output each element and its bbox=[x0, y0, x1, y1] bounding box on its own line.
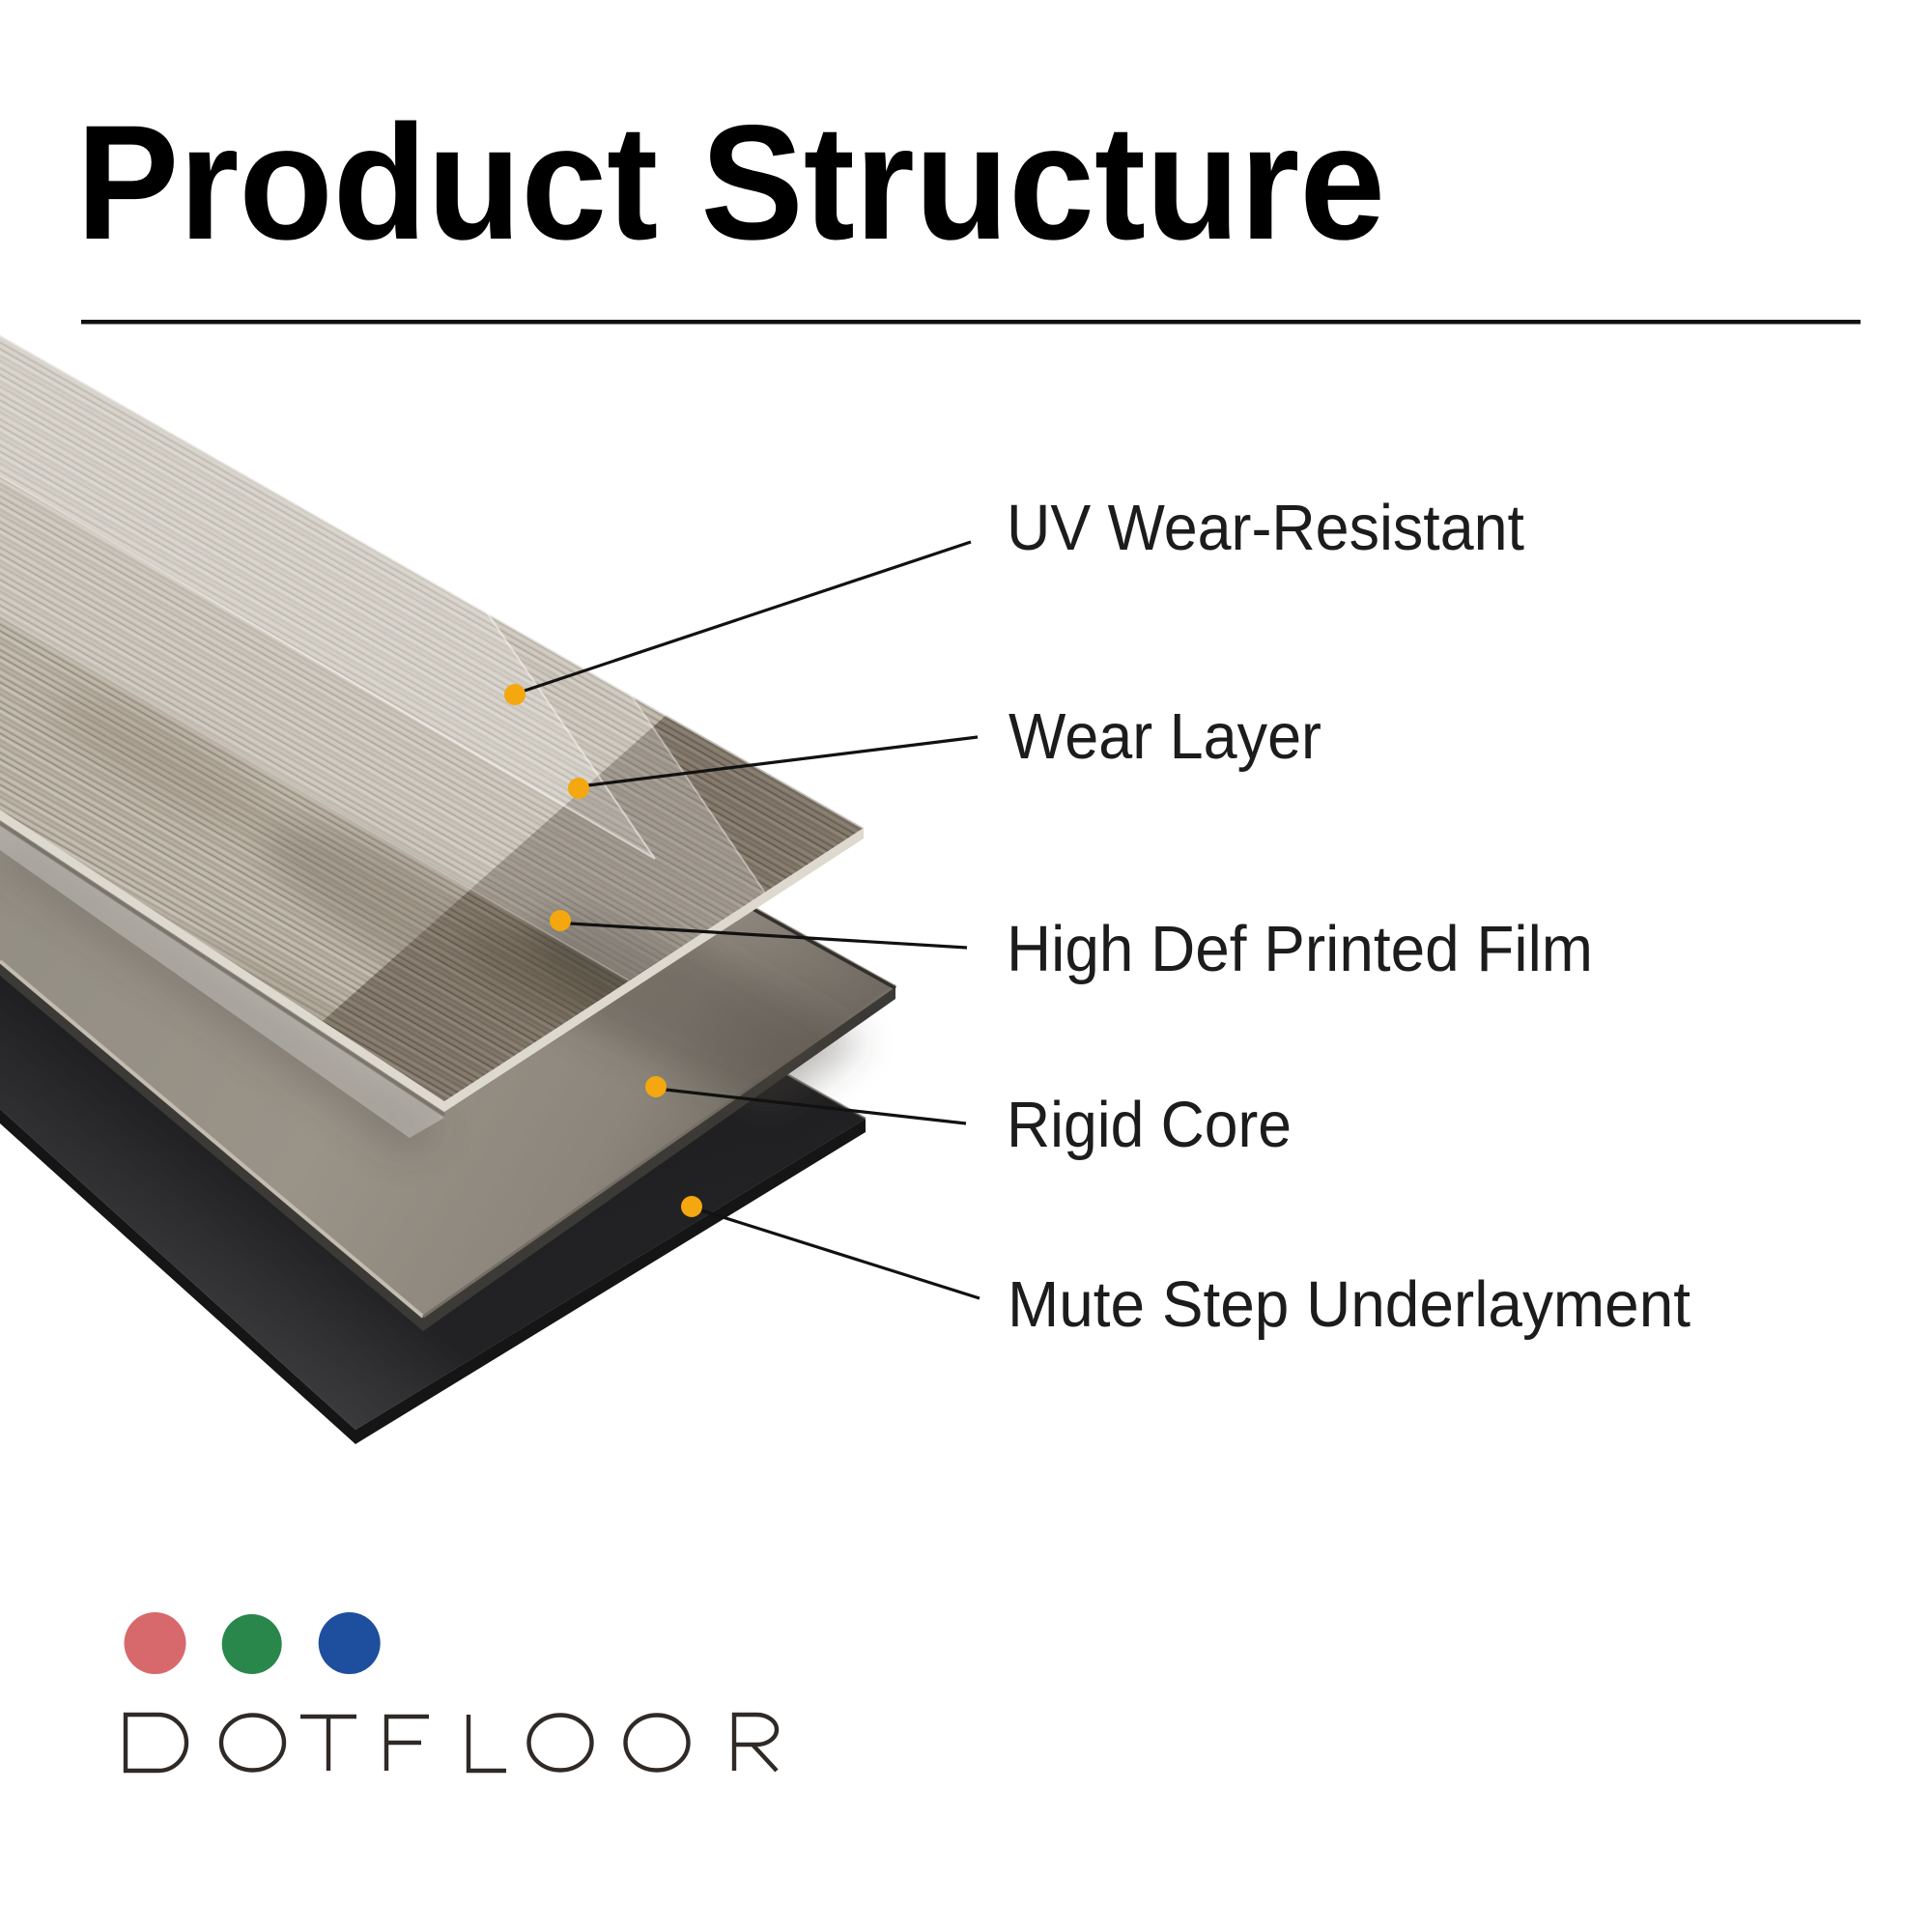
svg-text:UV Wear-Resistant: UV Wear-Resistant bbox=[1007, 492, 1524, 564]
svg-text:Mute Step Underlayment: Mute Step Underlayment bbox=[1008, 1268, 1690, 1341]
svg-text:Rigid Core: Rigid Core bbox=[1007, 1089, 1292, 1161]
svg-text:High Def Printed Film: High Def Printed Film bbox=[1007, 913, 1593, 985]
svg-text:Product Structure: Product Structure bbox=[76, 91, 1385, 273]
svg-text:Wear Layer: Wear Layer bbox=[1009, 700, 1321, 773]
